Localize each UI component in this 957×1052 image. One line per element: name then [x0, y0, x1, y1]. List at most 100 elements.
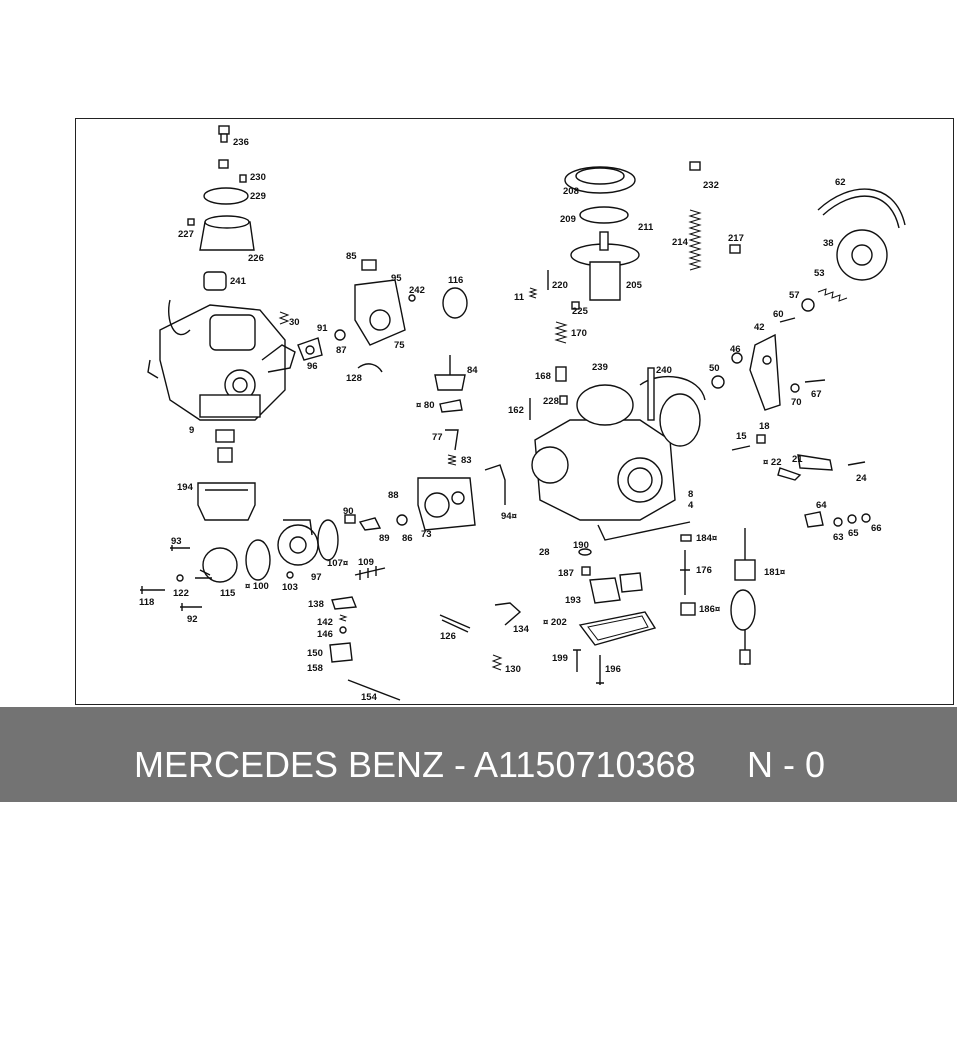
part-label-84: 84 — [467, 365, 478, 376]
part-label-158: 158 — [307, 663, 323, 674]
part-label-194: 194 — [177, 482, 194, 493]
part-label-42: 42 — [754, 322, 765, 333]
part-label-122: 122 — [173, 588, 189, 599]
part-label-230: 230 — [250, 172, 266, 183]
part-label-239: 239 — [592, 362, 608, 373]
part-label-116: 116 — [448, 275, 463, 286]
part-label-4: 4 — [688, 500, 694, 511]
part-label-66: 66 — [871, 523, 882, 534]
part-label-85: 85 — [346, 251, 357, 262]
part-label-170: 170 — [571, 328, 587, 339]
part-label-60: 60 — [773, 309, 784, 320]
part-number-labels: 236 230 229 227 226 241 30 91 87 96 9 19… — [139, 137, 882, 703]
part-label-240: 240 — [656, 365, 672, 376]
part-label-208: 208 — [563, 186, 579, 197]
part-label-107: 107¤ — [327, 558, 349, 569]
part-label-209: 209 — [560, 214, 576, 225]
part-label-128: 128 — [346, 373, 362, 384]
part-label-181: 181¤ — [764, 567, 786, 578]
part-label-190: 190 — [573, 540, 589, 551]
part-label-22: ¤ 22 — [763, 457, 782, 468]
part-label-91: 91 — [317, 323, 328, 334]
part-label-118: 118 — [139, 597, 154, 608]
part-label-103: 103 — [282, 582, 298, 593]
part-label-196: 196 — [605, 664, 621, 675]
part-label-150: 150 — [307, 648, 323, 659]
footer-bar — [0, 707, 957, 802]
footer-caption-area: MERCEDES BENZ - A1150710368 N - 0 — [0, 707, 957, 802]
part-label-205: 205 — [626, 280, 643, 291]
part-label-115: 115 — [220, 588, 236, 599]
part-label-38: 38 — [823, 238, 834, 249]
part-label-226: 226 — [248, 253, 264, 264]
exploded-parts-diagram: 236 230 229 227 226 241 30 91 87 96 9 19… — [139, 125, 906, 703]
part-label-184: 184¤ — [696, 533, 718, 544]
part-label-168: 168 — [535, 371, 551, 382]
part-label-24: 24 — [856, 473, 867, 484]
part-label-15: 15 — [736, 431, 747, 442]
part-label-97: 97 — [311, 572, 322, 583]
part-label-89: 89 — [379, 533, 390, 544]
part-label-242: 242 — [409, 285, 425, 296]
part-label-28: 28 — [539, 547, 550, 558]
part-label-202: ¤ 202 — [543, 617, 567, 628]
part-label-146: 146 — [317, 629, 333, 640]
part-label-30: 30 — [289, 317, 300, 328]
injection-pump-body — [140, 125, 476, 701]
part-label-50: 50 — [709, 363, 720, 374]
part-label-86: 86 — [402, 533, 413, 544]
part-label-57: 57 — [789, 290, 800, 301]
part-label-187: 187 — [558, 568, 574, 579]
part-label-126: 126 — [440, 631, 456, 642]
part-number-caption: MERCEDES BENZ - A1150710368 — [134, 744, 696, 785]
part-label-130: 130 — [505, 664, 521, 675]
part-label-229: 229 — [250, 191, 266, 202]
part-label-92: 92 — [187, 614, 198, 625]
part-label-176: 176 — [696, 565, 712, 576]
part-label-53: 53 — [814, 268, 825, 279]
part-label-46: 46 — [730, 344, 741, 355]
part-label-109: 109 — [358, 557, 374, 568]
part-label-142: 142 — [317, 617, 333, 628]
part-label-186: 186¤ — [699, 604, 721, 615]
part-label-138: 138 — [308, 599, 324, 610]
part-label-11: 11 — [514, 292, 525, 303]
part-label-77: 77 — [432, 432, 443, 443]
part-label-88: 88 — [388, 490, 399, 501]
part-label-75: 75 — [394, 340, 405, 351]
part-label-96: 96 — [307, 361, 318, 372]
part-label-228: 228 — [543, 396, 559, 407]
part-label-241: 241 — [230, 276, 247, 287]
part-label-87: 87 — [336, 345, 347, 356]
part-label-18: 18 — [759, 421, 770, 432]
part-label-211: 211 — [638, 222, 654, 233]
part-label-80: ¤ 80 — [416, 400, 435, 411]
part-label-232: 232 — [703, 180, 719, 191]
pulley-bracket-cluster — [711, 188, 906, 528]
status-code: N - 0 — [747, 744, 826, 785]
part-label-94: 94¤ — [501, 511, 518, 522]
part-label-83: 83 — [461, 455, 472, 466]
part-label-227: 227 — [178, 229, 194, 240]
part-label-199: 199 — [552, 653, 568, 664]
part-label-65: 65 — [848, 528, 859, 539]
part-label-162: 162 — [508, 405, 524, 416]
part-label-225: 225 — [572, 306, 589, 317]
part-label-8: 8 — [688, 489, 693, 500]
part-label-236: 236 — [233, 137, 249, 148]
part-label-95: 95 — [391, 273, 402, 284]
part-label-217: 217 — [728, 233, 744, 244]
part-label-64: 64 — [816, 500, 827, 511]
part-label-62: 62 — [835, 177, 846, 188]
part-label-73: 73 — [421, 529, 432, 540]
part-label-193: 193 — [565, 595, 581, 606]
throttle-assembly — [354, 161, 756, 685]
part-label-90: 90 — [343, 506, 354, 517]
part-label-154: 154 — [361, 692, 378, 703]
part-label-63: 63 — [833, 532, 844, 543]
part-label-100: ¤ 100 — [245, 581, 269, 592]
part-label-220: 220 — [552, 280, 568, 291]
part-label-134: 134 — [513, 624, 530, 635]
part-label-70: 70 — [791, 397, 802, 408]
part-label-214: 214 — [672, 237, 689, 248]
